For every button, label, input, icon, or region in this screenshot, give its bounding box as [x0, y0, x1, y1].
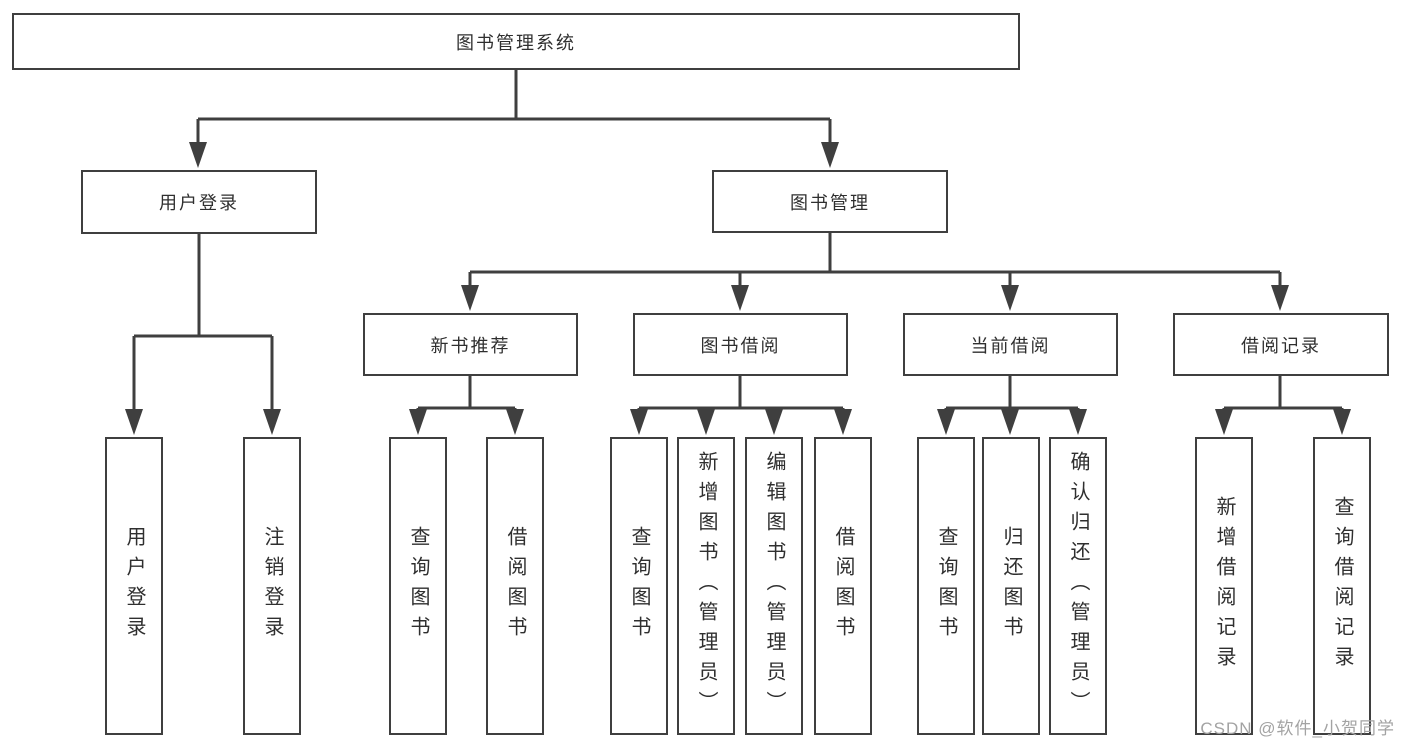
node-book-management: 图书管理	[712, 170, 948, 233]
leaf-label: 借阅图书	[504, 526, 526, 646]
leaf-label: 注销登录	[261, 526, 283, 646]
node-current-borrowing: 当前借阅	[903, 313, 1118, 376]
connector-records-to-leaves	[1215, 376, 1351, 435]
connector-current-to-leaves	[937, 376, 1087, 435]
node-label: 用户登录	[159, 193, 239, 213]
leaf-label: 查询图书	[628, 526, 650, 646]
leaf-borrow-borrow-books: 借阅图书	[814, 437, 872, 735]
connector-newbook-to-leaves	[409, 376, 524, 435]
node-label: 图书管理	[790, 192, 870, 213]
leaf-records-query-record: 查询借阅记录	[1313, 437, 1371, 735]
leaf-newbook-query-books: 查询图书	[389, 437, 447, 735]
leaf-label: 编辑图书（管理员）	[763, 451, 785, 721]
connector-mgmt-to-level3	[461, 233, 1289, 311]
leaf-current-return-books: 归还图书	[982, 437, 1040, 735]
leaf-label: 新增图书（管理员）	[695, 451, 717, 721]
leaf-label: 归还图书	[1000, 526, 1022, 646]
leaf-label: 新增借阅记录	[1213, 496, 1235, 676]
leaf-user-login: 用户登录	[105, 437, 163, 735]
connector-login-to-leaves	[125, 234, 281, 435]
leaf-label: 查询图书	[407, 526, 429, 646]
connector-borrow-to-leaves	[630, 376, 852, 435]
node-book-borrowing: 图书借阅	[633, 313, 848, 376]
node-borrowing-records: 借阅记录	[1173, 313, 1389, 376]
node-label: 当前借阅	[970, 335, 1051, 356]
node-label: 图书借阅	[700, 335, 781, 356]
connector-root-to-level2	[189, 70, 839, 168]
leaf-current-confirm-return-admin: 确认归还（管理员）	[1049, 437, 1107, 735]
node-label: 借阅记录	[1241, 335, 1321, 356]
leaf-label: 查询借阅记录	[1331, 496, 1353, 676]
leaf-current-query-books: 查询图书	[917, 437, 975, 735]
leaf-borrow-add-books-admin: 新增图书（管理员）	[677, 437, 735, 735]
node-label: 新书推荐	[430, 335, 511, 356]
leaf-records-add-record: 新增借阅记录	[1195, 437, 1253, 735]
leaf-label: 确认归还（管理员）	[1067, 451, 1089, 721]
node-label: 图书管理系统	[456, 32, 576, 53]
node-library-management-system: 图书管理系统	[12, 13, 1020, 70]
leaf-borrow-edit-books-admin: 编辑图书（管理员）	[745, 437, 803, 735]
csdn-watermark: CSDN @软件_小贺同学	[1200, 719, 1395, 738]
leaf-label: 借阅图书	[832, 526, 854, 646]
node-new-book-recommendation: 新书推荐	[363, 313, 578, 376]
leaf-label: 用户登录	[123, 526, 145, 646]
leaf-logout: 注销登录	[243, 437, 301, 735]
leaf-newbook-borrow-books: 借阅图书	[486, 437, 544, 735]
leaf-label: 查询图书	[935, 526, 957, 646]
node-user-login: 用户登录	[81, 170, 317, 234]
leaf-borrow-query-books: 查询图书	[610, 437, 668, 735]
